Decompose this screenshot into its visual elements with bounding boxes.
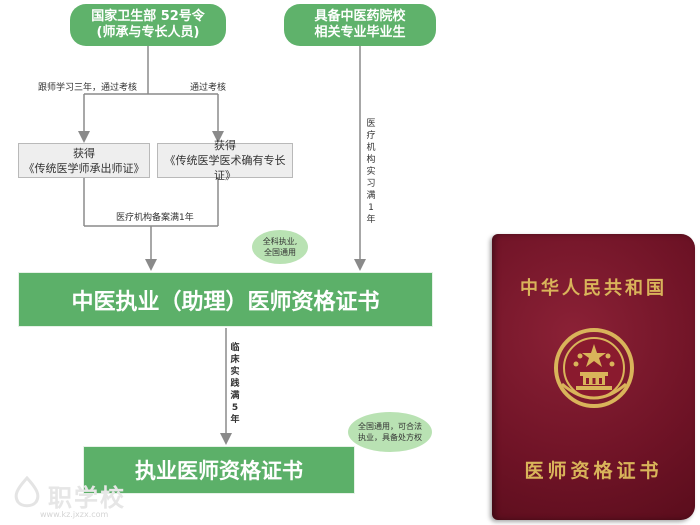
edge-label-mid: 通过考核: [190, 83, 227, 93]
passport-country: 中华人民共和国: [520, 278, 667, 299]
watermark-drop-icon: [14, 475, 40, 508]
node-grey-left-line2: 《传统医学师承出师证》: [23, 161, 145, 175]
node-grey-right-line2: 《传统医学医术确有专长证》: [164, 154, 286, 182]
bubble1-line2: 全国通用: [264, 248, 296, 257]
bubble-general-practice: 全科执业, 全国通用: [252, 230, 308, 264]
bubble1-line1: 全科执业,: [262, 237, 298, 246]
bubble2-line1: 全国通用，可合法: [358, 422, 422, 431]
node-top-right-line2: 相关专业毕业生: [314, 25, 406, 40]
watermark-logo: [8, 475, 46, 512]
main-certificate-box: 中医执业（助理）医师资格证书: [18, 272, 433, 327]
node-top-left-line2: (师承与专长人员): [96, 25, 200, 40]
node-grey-left-line1: 获得: [73, 146, 95, 160]
bubble2-line2: 执业，具备处方权: [358, 433, 422, 442]
bubble-nationwide: 全国通用，可合法 执业，具备处方权: [348, 412, 432, 452]
watermark-text: 职学校: [48, 484, 126, 512]
national-emblem-icon: [554, 328, 634, 408]
passport-title: 医师资格证书: [524, 460, 663, 482]
watermark-url: www.kz.jxzx.com: [40, 510, 109, 519]
final-certificate-box: 执业医师资格证书: [83, 446, 355, 494]
edge-label-left: 跟师学习三年，通过考核: [38, 83, 138, 93]
node-top-right: 具备中医药院校 相关专业毕业生: [284, 4, 436, 46]
node-grey-right: 获得 《传统医学医术确有专长证》: [157, 139, 293, 182]
merge-label: 医疗机构备案满1年: [116, 213, 194, 223]
node-top-right-line1: 具备中医药院校: [314, 9, 406, 24]
vertical-label-internship: 医疗机构实习满1年: [366, 119, 376, 225]
node-top-left: 国家卫生部 52号令 (师承与专长人员): [70, 4, 226, 46]
vertical-label-practice: 临床实践满5年: [230, 343, 240, 425]
certificate-passport-cover: 中华人民共和国 医师资格证书: [492, 234, 695, 520]
node-grey-left: 获得 《传统医学师承出师证》: [18, 143, 150, 178]
node-grey-right-line1: 获得: [214, 139, 236, 152]
final-certificate-label: 执业医师资格证书: [135, 459, 303, 483]
main-certificate-label: 中医执业（助理）医师资格证书: [71, 289, 380, 315]
node-top-left-line1: 国家卫生部 52号令: [91, 9, 205, 24]
